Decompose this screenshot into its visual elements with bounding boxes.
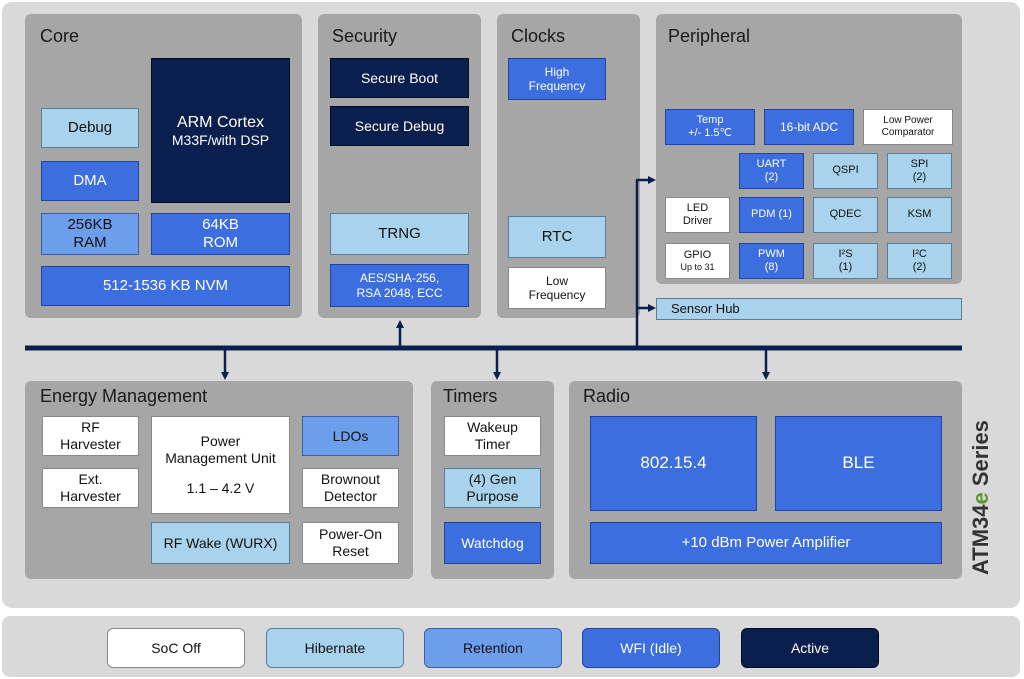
clocks-title: Clocks xyxy=(511,26,566,46)
legend-soc-off: SoC Off xyxy=(107,628,245,668)
sensor-hub-block: Sensor Hub xyxy=(656,298,962,320)
wakeup-timer-block: Wakeup Timer xyxy=(444,416,541,456)
peripheral-panel xyxy=(656,14,962,284)
pwm-block: PWM (8) xyxy=(739,243,804,279)
energy-management-title: Energy Management xyxy=(40,386,208,406)
brownout-detector-block: Brownout Detector xyxy=(302,468,399,508)
high-frequency-block: High Frequency xyxy=(508,58,606,100)
rf-wake-block: RF Wake (WURX) xyxy=(151,522,290,564)
crypto-block: AES/SHA-256, RSA 2048, ECC xyxy=(330,264,469,307)
ram-block: 256KB RAM xyxy=(41,213,139,255)
radio-title: Radio xyxy=(583,386,631,406)
series-title: ATM34e Series xyxy=(968,420,993,575)
ext-harvester-block: Ext. Harvester xyxy=(42,468,139,508)
rtc-block: RTC xyxy=(508,216,606,258)
watchdog-block: Watchdog xyxy=(444,522,541,564)
qspi-block: QSPI xyxy=(813,153,878,189)
ieee-802154-block: 802.15.4 xyxy=(590,416,757,511)
security-title: Security xyxy=(332,26,398,46)
power-management-unit-block: Power Management Unit 1.1 – 4.2 V xyxy=(151,416,290,514)
dma-block: DMA xyxy=(41,161,139,201)
low-frequency-block: Low Frequency xyxy=(508,267,606,309)
legend-wfi-idle: WFI (Idle) xyxy=(582,628,720,668)
i2c-block: I²C (2) xyxy=(887,243,952,279)
rf-harvester-block: RF Harvester xyxy=(42,416,139,456)
pdm-block: PDM (1) xyxy=(739,197,804,233)
qdec-block: QDEC xyxy=(813,197,878,233)
gpio-block: GPIO Up to 31 xyxy=(665,243,730,279)
ksm-block: KSM xyxy=(887,197,952,233)
power-on-reset-block: Power-On Reset xyxy=(302,522,399,564)
debug-block: Debug xyxy=(41,108,139,148)
ble-block: BLE xyxy=(775,416,942,511)
ldos-block: LDOs xyxy=(302,416,399,456)
legend-active: Active xyxy=(741,628,879,668)
led-driver-block: LED Driver xyxy=(665,197,730,233)
legend-retention: Retention xyxy=(424,628,562,668)
legend-hibernate: Hibernate xyxy=(266,628,404,668)
temp-sensor-block: Temp +/- 1.5℃ xyxy=(665,109,755,145)
spi-block: SPI (2) xyxy=(887,153,952,189)
timers-title: Timers xyxy=(443,386,498,406)
secure-debug-block: Secure Debug xyxy=(330,106,469,146)
comparator-block: Low Power Comparator xyxy=(863,109,953,145)
core-title: Core xyxy=(40,26,80,46)
gen-purpose-timer-block: (4) Gen Purpose xyxy=(444,468,541,508)
trng-block: TRNG xyxy=(330,213,469,255)
nvm-block: 512-1536 KB NVM xyxy=(41,266,290,306)
i2s-block: I²S (1) xyxy=(813,243,878,279)
secure-boot-block: Secure Boot xyxy=(330,58,469,98)
arm-cortex-block: ARM Cortex M33F/with DSP xyxy=(151,58,290,203)
rom-block: 64KB ROM xyxy=(151,213,290,255)
peripheral-title: Peripheral xyxy=(668,26,751,46)
adc-block: 16-bit ADC xyxy=(764,109,854,145)
uart-block: UART (2) xyxy=(739,153,804,189)
power-amplifier-block: +10 dBm Power Amplifier xyxy=(590,522,942,564)
